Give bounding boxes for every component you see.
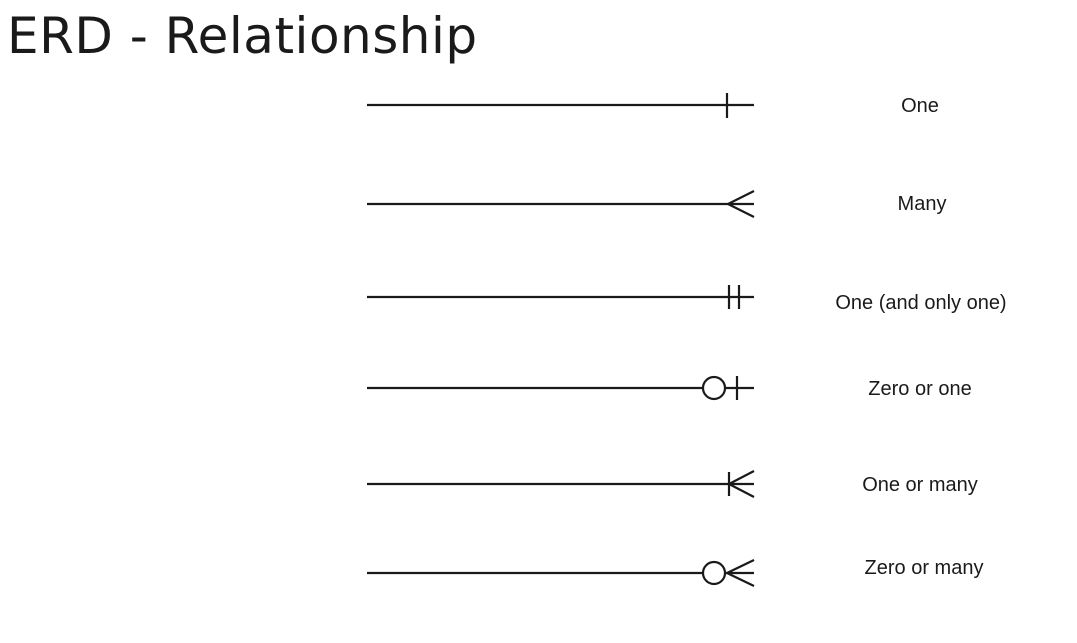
crows-foot-symbol: [725, 190, 755, 218]
relationship-label: One: [901, 95, 939, 117]
relationship-one-and-only-one: One (and only one): [367, 285, 1007, 314]
relationship-one-or-many: One or many: [367, 470, 978, 498]
zero-circle-symbol: [701, 560, 727, 586]
zero-circle-symbol: [701, 375, 727, 401]
relationship-zero-or-many: Zero or many: [367, 557, 984, 587]
relationship-label: Many: [898, 193, 947, 215]
relationship-label: One or many: [862, 474, 978, 496]
crows-foot-symbol: [726, 470, 755, 498]
page-title: ERD - Relationship: [7, 7, 478, 65]
relationship-zero-or-one: Zero or one: [367, 375, 972, 401]
relationship-label: Zero or many: [865, 557, 984, 579]
crows-foot-symbol: [724, 559, 755, 587]
relationship-label: One (and only one): [835, 292, 1006, 314]
relationship-one: One: [367, 93, 939, 118]
relationship-label: Zero or one: [868, 378, 971, 400]
relationship-many: Many: [367, 190, 947, 218]
